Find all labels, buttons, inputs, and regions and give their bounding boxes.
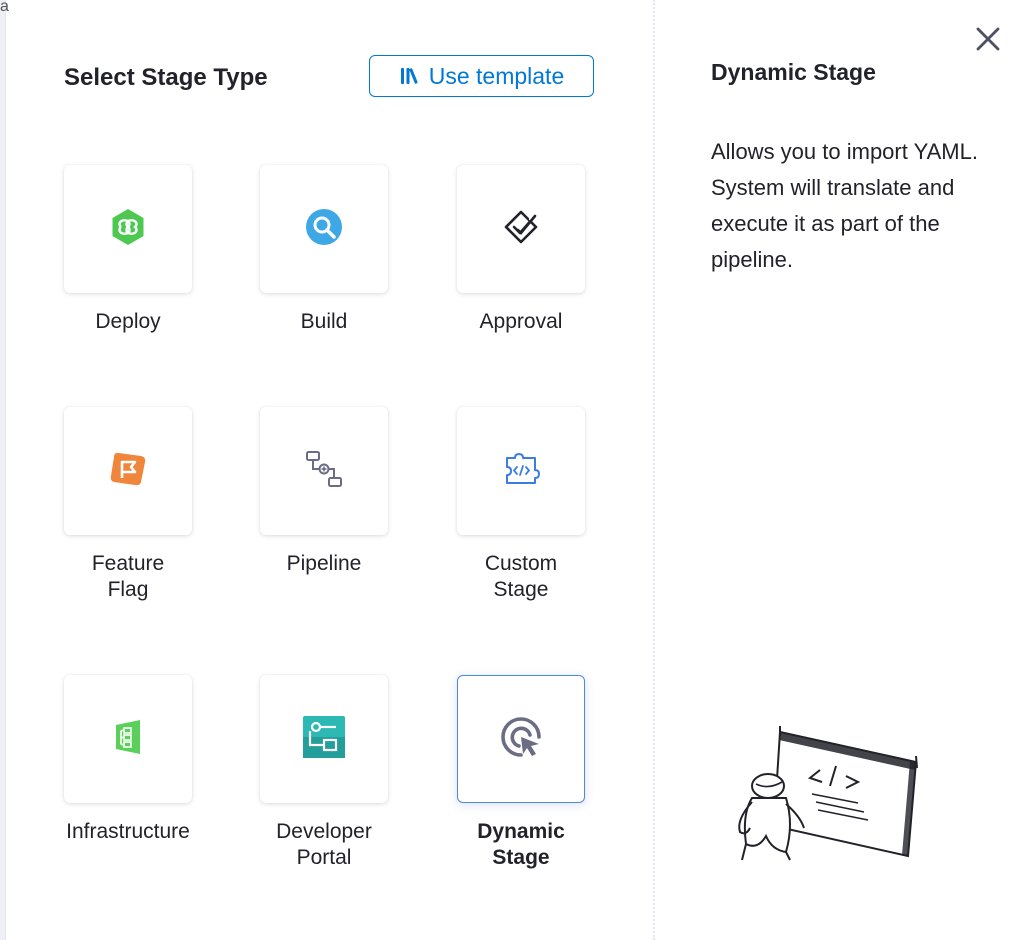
close-icon bbox=[976, 27, 1000, 54]
stage-tile-deploy[interactable]: Deploy bbox=[51, 165, 205, 335]
stage-tile-build[interactable]: Build bbox=[247, 165, 401, 335]
details-title: Dynamic Stage bbox=[711, 59, 876, 85]
tile-card[interactable] bbox=[260, 165, 388, 293]
tile-label: Infrastructure bbox=[66, 820, 190, 843]
tile-label-selected: Dynamic Stage bbox=[477, 820, 565, 869]
tile-card[interactable] bbox=[457, 407, 585, 535]
tile-label: Pipeline bbox=[286, 552, 362, 575]
deploy-icon bbox=[108, 207, 148, 252]
tile-label: Approval bbox=[479, 310, 563, 333]
panel-title: Select Stage Type bbox=[64, 64, 268, 91]
template-library-icon bbox=[399, 65, 421, 87]
feature-flag-icon bbox=[108, 449, 148, 494]
stage-tile-pipeline[interactable]: Pipeline bbox=[247, 407, 401, 577]
details-description: Allows you to import YAML. System will t… bbox=[711, 139, 978, 272]
approval-icon bbox=[501, 207, 541, 252]
use-template-button[interactable]: Use template bbox=[369, 55, 594, 97]
tile-card[interactable] bbox=[260, 407, 388, 535]
stage-tile-developer-portal[interactable]: Developer Portal bbox=[247, 675, 401, 871]
tile-card[interactable] bbox=[64, 165, 192, 293]
custom-stage-icon bbox=[501, 449, 541, 494]
gutter-text: a bbox=[0, 0, 9, 15]
tile-card[interactable] bbox=[457, 165, 585, 293]
tile-card-selected[interactable] bbox=[457, 675, 585, 803]
stage-tile-custom-stage[interactable]: Custom Stage bbox=[444, 407, 598, 603]
presenter-illustration bbox=[728, 724, 928, 874]
close-button[interactable] bbox=[972, 24, 1004, 56]
tile-label: Deploy bbox=[95, 310, 161, 333]
pipeline-icon bbox=[304, 449, 344, 494]
tile-label: Build bbox=[300, 310, 348, 333]
left-gutter: a bbox=[0, 0, 9, 940]
tile-card[interactable] bbox=[64, 675, 192, 803]
stage-tile-dynamic-stage[interactable]: Dynamic Stage bbox=[444, 675, 598, 871]
tile-card[interactable] bbox=[64, 407, 192, 535]
infrastructure-icon bbox=[108, 717, 148, 762]
dynamic-stage-icon bbox=[499, 715, 543, 764]
stage-tile-approval[interactable]: Approval bbox=[444, 165, 598, 335]
developer-portal-icon bbox=[302, 715, 346, 764]
tile-label: Custom Stage bbox=[484, 552, 558, 601]
stage-tile-feature-flag[interactable]: Feature Flag bbox=[51, 407, 205, 603]
panel-divider bbox=[653, 0, 655, 940]
build-icon bbox=[304, 207, 344, 252]
tile-card[interactable] bbox=[260, 675, 388, 803]
tile-label: Developer Portal bbox=[276, 820, 372, 869]
stage-type-panel: Select Stage Type Use template Deploy bbox=[6, 0, 652, 940]
stage-tile-infrastructure[interactable]: Infrastructure bbox=[51, 675, 205, 845]
tile-label: Feature Flag bbox=[91, 552, 165, 601]
use-template-label: Use template bbox=[428, 62, 565, 89]
